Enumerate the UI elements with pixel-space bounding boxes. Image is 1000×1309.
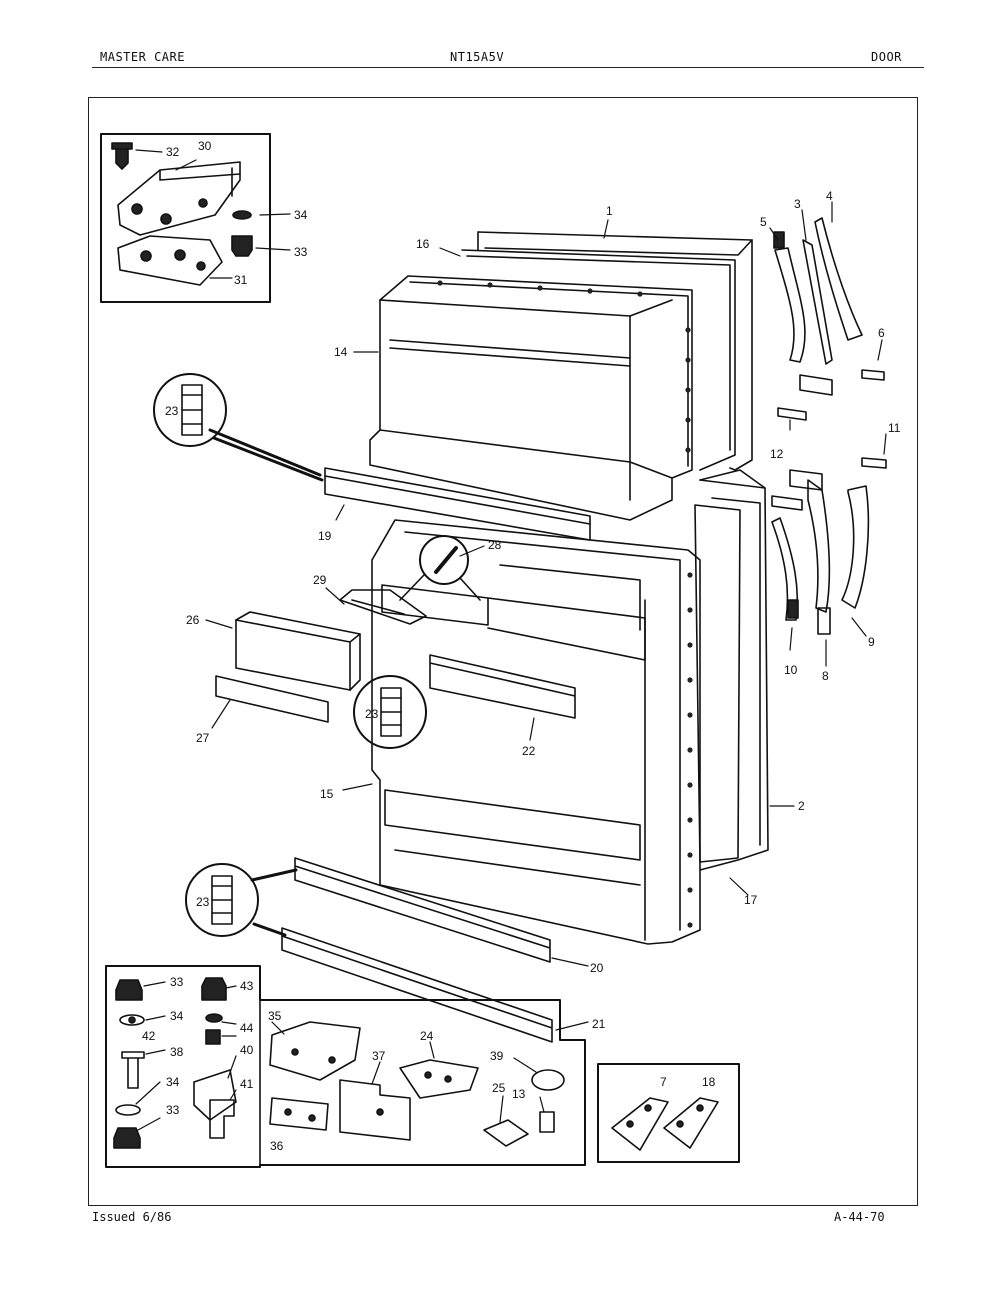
callout-31: 31 xyxy=(234,273,248,287)
callout-34-bottom-a: 34 xyxy=(170,1009,184,1023)
callout-23-lower: 23 xyxy=(196,895,210,909)
callout-23-middle: 23 xyxy=(365,707,379,721)
callout-37: 37 xyxy=(372,1049,386,1063)
callout-34-bottom-b: 34 xyxy=(166,1075,180,1089)
callout-21: 21 xyxy=(592,1017,606,1031)
callout-41: 41 xyxy=(240,1077,254,1091)
callout-36: 36 xyxy=(270,1139,284,1153)
footer-issued: Issued 6/86 xyxy=(92,1210,172,1224)
callout-34-top: 34 xyxy=(294,208,308,222)
callout-11: 11 xyxy=(888,421,901,435)
freezer-door-assembly xyxy=(324,231,753,541)
callout-1: 1 xyxy=(606,204,613,218)
callout-33-bottom-b: 33 xyxy=(166,1103,180,1117)
callout-27: 27 xyxy=(196,731,210,745)
callout-29: 29 xyxy=(313,573,327,587)
callout-16: 16 xyxy=(416,237,430,251)
callout-20: 20 xyxy=(590,961,604,975)
callout-18: 18 xyxy=(702,1075,716,1089)
callout-25: 25 xyxy=(492,1081,506,1095)
callout-39: 39 xyxy=(490,1049,504,1063)
callout-9: 9 xyxy=(868,635,875,649)
callout-26: 26 xyxy=(186,613,200,627)
callout-8: 8 xyxy=(822,669,829,683)
callout-23-upper: 23 xyxy=(165,404,179,418)
callout-labels: 32 30 34 33 31 1 16 14 5 3 4 6 11 12 10 … xyxy=(142,139,901,1153)
header-rule xyxy=(92,67,924,68)
callout-28: 28 xyxy=(488,538,502,552)
callout-15: 15 xyxy=(320,787,334,801)
callout-5: 5 xyxy=(760,215,767,229)
callout-33-bottom-a: 33 xyxy=(170,975,184,989)
detail-magnifiers xyxy=(153,373,481,937)
callout-30: 30 xyxy=(198,139,212,153)
fresh-food-door-assembly xyxy=(281,469,769,1043)
top-hinge-inset xyxy=(100,133,271,303)
callout-7: 7 xyxy=(660,1075,667,1089)
callout-2: 2 xyxy=(798,799,805,813)
bottom-hinge-inset xyxy=(105,965,586,1168)
callout-24: 24 xyxy=(420,1029,434,1043)
callout-6: 6 xyxy=(878,326,885,340)
callout-13: 13 xyxy=(512,1087,526,1101)
handle-parts xyxy=(771,217,887,635)
callout-10: 10 xyxy=(784,663,798,677)
callout-38: 38 xyxy=(170,1045,184,1059)
butter-compartment xyxy=(215,589,427,723)
callout-40: 40 xyxy=(240,1043,254,1057)
diagram-frame xyxy=(88,97,918,1206)
footer-code: A-44-70 xyxy=(834,1210,885,1224)
callout-35: 35 xyxy=(268,1009,282,1023)
callout-33-top: 33 xyxy=(294,245,308,259)
callout-12: 12 xyxy=(770,447,784,461)
header-section: DOOR xyxy=(871,50,902,64)
callout-32: 32 xyxy=(166,145,180,159)
callout-42: 42 xyxy=(142,1029,156,1043)
header-model: NT15A5V xyxy=(450,50,505,64)
handle-trim-inset xyxy=(597,1063,740,1163)
leader-lines xyxy=(135,149,887,1131)
callout-22: 22 xyxy=(522,744,536,758)
callout-3: 3 xyxy=(794,197,801,211)
callout-44: 44 xyxy=(240,1021,254,1035)
header-brand: MASTER CARE xyxy=(100,50,185,64)
callout-4: 4 xyxy=(826,189,833,203)
callout-14: 14 xyxy=(334,345,348,359)
callout-19: 19 xyxy=(318,529,332,543)
callout-17: 17 xyxy=(744,893,758,907)
callout-43: 43 xyxy=(240,979,254,993)
